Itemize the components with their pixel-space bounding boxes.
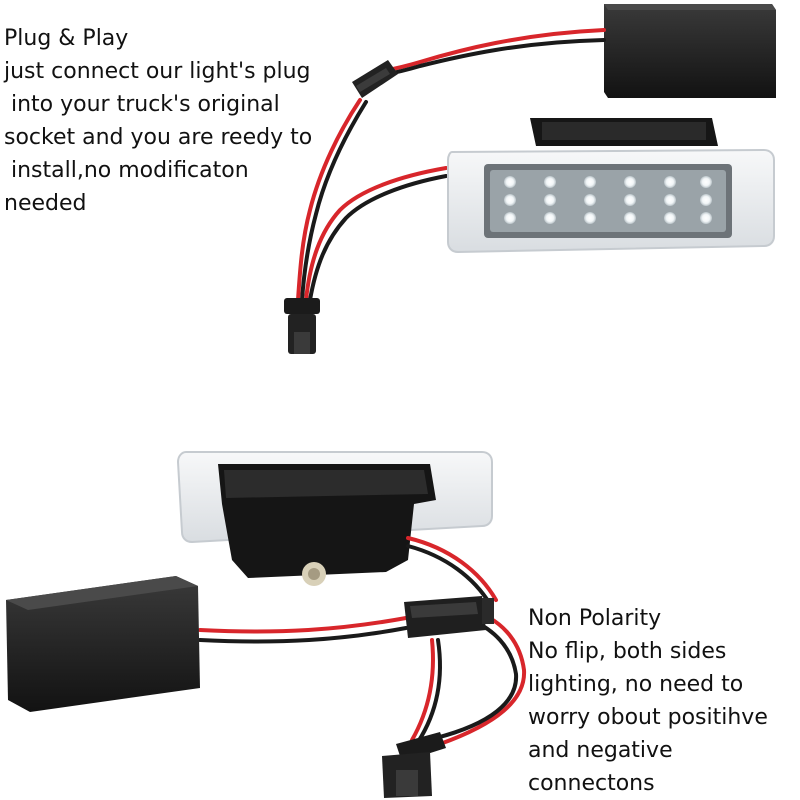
caption-line: connectons xyxy=(528,771,655,796)
top-resistor-box xyxy=(604,4,776,98)
caption-line: install,no modificaton xyxy=(4,158,249,183)
caption-line: needed xyxy=(4,191,87,216)
caption-line: worry obout positihve xyxy=(528,705,768,730)
top-connector xyxy=(352,60,398,98)
bottom-resistor-box xyxy=(6,576,200,712)
caption-line: socket and you are reedy to xyxy=(4,125,313,150)
caption-line: Plug & Play xyxy=(4,26,129,51)
caption-line: into your truck's original xyxy=(4,92,280,117)
top-light-lens xyxy=(447,148,775,254)
caption-line: Non Polarity xyxy=(528,606,662,631)
caption-line: and negative xyxy=(528,738,673,763)
non-polarity-caption: Non Polarity No flip, both sides lightin… xyxy=(528,602,768,800)
bottom-wires xyxy=(198,536,527,746)
caption-line: just connect our light's plug xyxy=(4,59,311,84)
top-t10-socket xyxy=(284,298,320,354)
plug-and-play-caption: Plug & Play just connect our light's plu… xyxy=(4,22,312,220)
bottom-connector xyxy=(404,596,494,638)
top-led-array xyxy=(504,176,712,224)
top-light-housing xyxy=(530,118,718,146)
bottom-light-housing xyxy=(218,464,436,586)
caption-line: lighting, no need to xyxy=(528,672,744,697)
bottom-t10-socket xyxy=(382,732,446,798)
caption-line: No flip, both sides xyxy=(528,639,727,664)
